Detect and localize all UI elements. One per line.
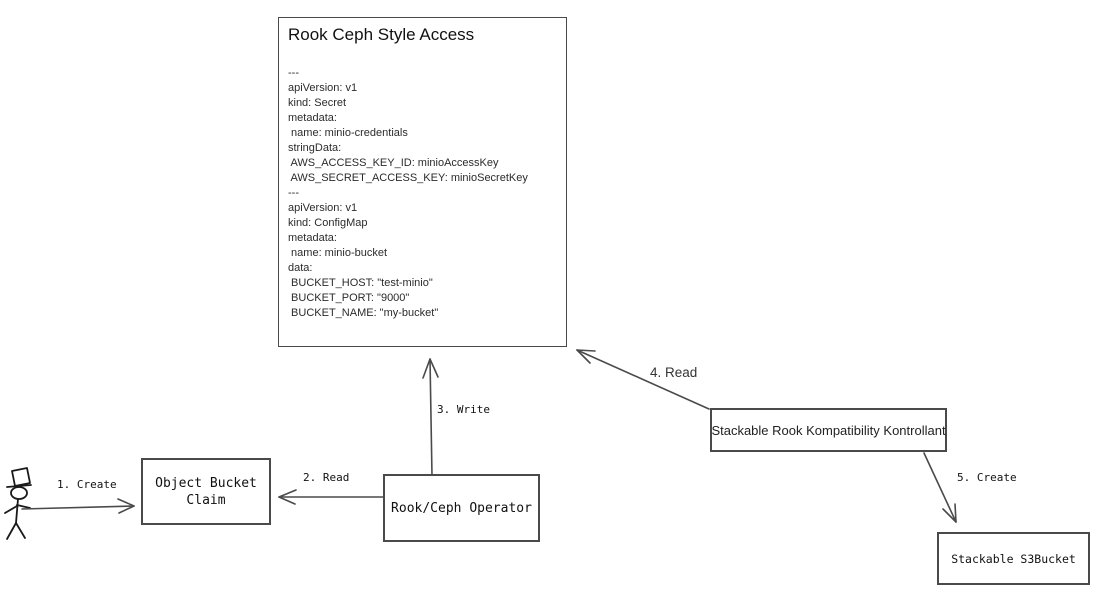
yaml-line: metadata:	[288, 112, 337, 124]
top-hat-icon	[11, 467, 31, 487]
yaml-line: BUCKET_PORT: "9000"	[288, 292, 410, 304]
node-label: Stackable Rook Kompatibility Kontrollant	[711, 422, 946, 438]
node-label: Stackable S3Bucket	[951, 551, 1076, 566]
yaml-line: kind: Secret	[288, 97, 347, 109]
yaml-line: data:	[288, 262, 313, 274]
node-rook-ceph-operator: Rook/Ceph Operator	[383, 474, 540, 542]
big-box-title: Rook Ceph Style Access	[288, 25, 475, 44]
node-rook-ceph-style-access: Rook Ceph Style Access --- apiVersion: v…	[278, 17, 567, 347]
arrow-4-read	[576, 349, 710, 410]
yaml-line: name: minio-credentials	[288, 127, 408, 139]
node-stackable-s3bucket: Stackable S3Bucket	[937, 532, 1090, 585]
user-stick-figure-icon	[4, 467, 32, 540]
yaml-line: AWS_SECRET_ACCESS_KEY: minioSecretKey	[288, 172, 528, 184]
yaml-line: ---	[288, 67, 299, 79]
yaml-line: metadata:	[288, 232, 337, 244]
node-object-bucket-claim: Object Bucket Claim	[141, 458, 271, 525]
arrow-1-create	[21, 498, 135, 514]
arrow-3-write	[422, 358, 439, 477]
arrow-label-4-read: 4. Read	[650, 365, 698, 380]
yaml-line: ---	[288, 187, 299, 199]
yaml-line: name: minio-bucket	[288, 247, 388, 259]
arrow-label-1-create: 1. Create	[57, 478, 117, 491]
yaml-line: apiVersion: v1	[288, 82, 358, 94]
arrow-2-read	[278, 489, 384, 505]
node-label: Rook/Ceph Operator	[391, 500, 532, 516]
yaml-line: BUCKET_HOST: "test-minio"	[288, 277, 433, 289]
node-label: Object Bucket Claim	[155, 475, 257, 508]
yaml-line: BUCKET_NAME: "my-bucket"	[288, 307, 439, 319]
arrow-label-3-write: 3. Write	[437, 403, 490, 416]
yaml-line: stringData:	[288, 142, 342, 154]
yaml-line: apiVersion: v1	[288, 202, 358, 214]
arrow-5-create	[923, 452, 957, 523]
arrow-label-2-read: 2. Read	[303, 471, 350, 484]
node-stackable-rook-kompatibility-kontrollant: Stackable Rook Kompatibility Kontrollant	[710, 408, 947, 452]
yaml-manifest: --- apiVersion: v1 kind: Secret metadata…	[288, 66, 562, 321]
arrow-label-5-create: 5. Create	[957, 471, 1017, 484]
yaml-line: AWS_ACCESS_KEY_ID: minioAccessKey	[288, 157, 499, 169]
yaml-line: kind: ConfigMap	[288, 217, 368, 229]
